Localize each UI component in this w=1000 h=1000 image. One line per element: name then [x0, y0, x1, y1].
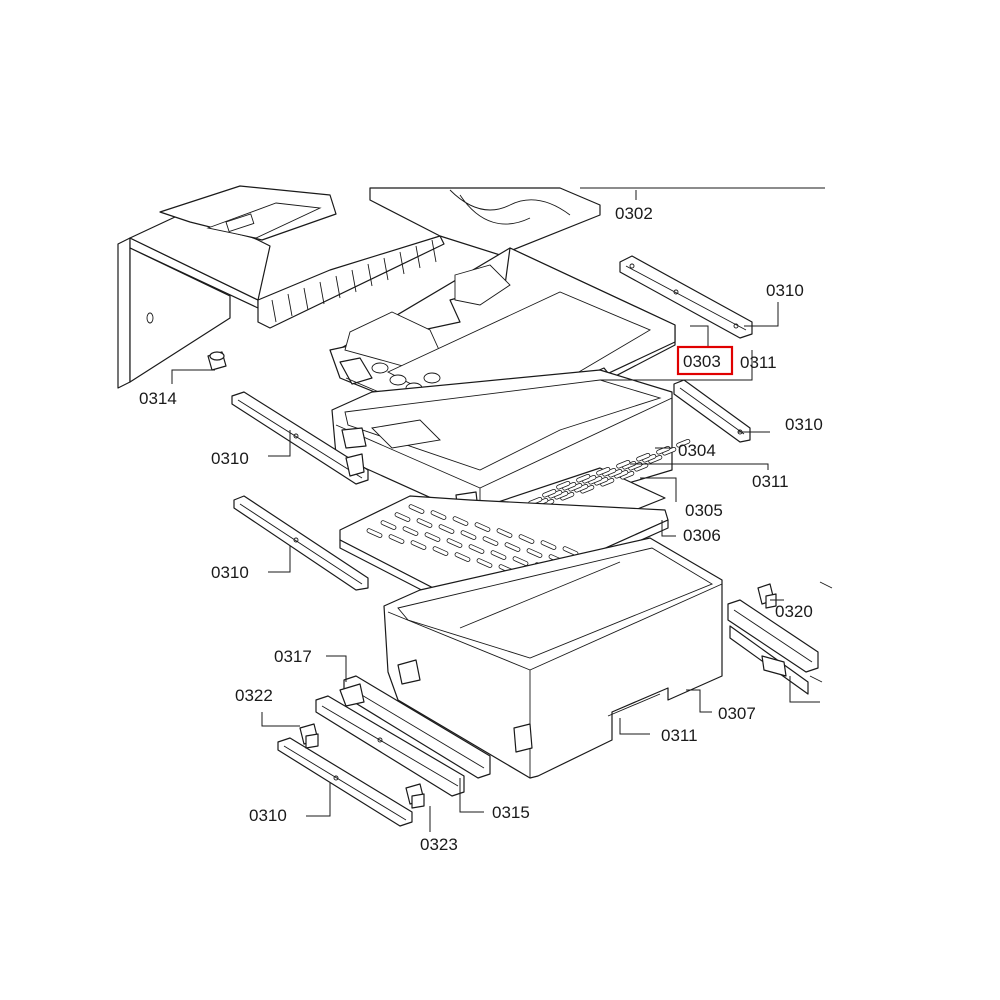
- callout-0304: 0304: [678, 441, 716, 460]
- shelf-slot: [468, 544, 485, 554]
- callout-0311: 0311: [661, 726, 698, 745]
- grille-slot: [596, 466, 611, 476]
- shelf-slot: [476, 558, 493, 568]
- callout-0310: 0310: [211, 449, 249, 468]
- knob-0314: [207, 351, 227, 371]
- callout-0310: 0310: [249, 806, 287, 825]
- shelf-slot: [490, 550, 507, 560]
- shelf-slot: [460, 530, 477, 540]
- shelf-slot: [446, 538, 463, 548]
- rail-0310-middle-right: [673, 379, 751, 443]
- callout-0311: 0311: [740, 353, 777, 372]
- shelf-slot: [410, 540, 427, 550]
- callout-0311: 0311: [752, 472, 789, 491]
- callout-0322: 0322: [235, 686, 273, 705]
- grille-slot: [542, 488, 557, 498]
- rail-0310-bottom-left: [277, 737, 413, 827]
- shelf-slot: [408, 504, 425, 514]
- callout-0305: 0305: [685, 501, 723, 520]
- rail-0315: [315, 695, 465, 797]
- callout-labels: 0302 0310 0303 0311 0314 0310 0304 0310 0311 0305…: [139, 204, 823, 854]
- shelf-slot: [366, 528, 383, 538]
- shelf-slot: [504, 542, 521, 552]
- rail-0310-lower-left: [233, 495, 369, 591]
- grille-slot: [676, 438, 691, 448]
- rail-0310-upper-left: [231, 391, 369, 485]
- grille-slot: [616, 459, 631, 469]
- grille-slot: [636, 452, 651, 462]
- callout-0306: 0306: [683, 526, 721, 545]
- shelf-slot: [402, 526, 419, 536]
- shelf-slot: [388, 534, 405, 544]
- grille-slot: [576, 473, 591, 483]
- bracket-0322: [299, 723, 319, 749]
- shelf-slot: [518, 534, 535, 544]
- leader-lines: [171, 190, 820, 832]
- callout-0302: 0302: [615, 204, 653, 223]
- bracket-0320: [757, 583, 777, 609]
- callout-0310: 0310: [785, 415, 823, 434]
- grille-slot: [556, 480, 571, 490]
- shelf-slot: [482, 536, 499, 546]
- shelf-slot: [432, 546, 449, 556]
- shelf-slot: [438, 524, 455, 534]
- callout-0315: 0315: [492, 803, 530, 822]
- callout-0310: 0310: [766, 281, 804, 300]
- callout-0320: 0320: [775, 602, 813, 621]
- shelf-slot: [380, 520, 397, 530]
- callout-0314: 0314: [139, 389, 177, 408]
- shelf-rods: [271, 239, 437, 323]
- shelf-slot: [512, 556, 529, 566]
- upper-shelf-assembly: [117, 185, 825, 389]
- callout-0317: 0317: [274, 647, 312, 666]
- callout-0310: 0310: [211, 563, 249, 582]
- shelf-slot: [452, 516, 469, 526]
- shelf-slot: [526, 548, 543, 558]
- callout-0323: 0323: [420, 835, 458, 854]
- shelf-slot: [416, 518, 433, 528]
- shelf-slot: [424, 532, 441, 542]
- shelf-slot: [394, 512, 411, 522]
- callout-0307: 0307: [718, 704, 756, 723]
- highlight-box: [676, 345, 734, 376]
- shelf-slot: [454, 552, 471, 562]
- shelf-slot: [430, 510, 447, 520]
- shelf-slot: [474, 522, 491, 532]
- callout-0303-highlighted: 0303: [683, 352, 721, 371]
- rail-0317: [339, 675, 491, 779]
- shelf-slot: [540, 540, 557, 550]
- right-rail-assembly: [727, 581, 833, 695]
- shelf-slot: [496, 528, 513, 538]
- rail-0310-top-right: [619, 255, 753, 339]
- bracket-0323: [405, 783, 425, 809]
- lower-drawer-0307: [383, 537, 723, 779]
